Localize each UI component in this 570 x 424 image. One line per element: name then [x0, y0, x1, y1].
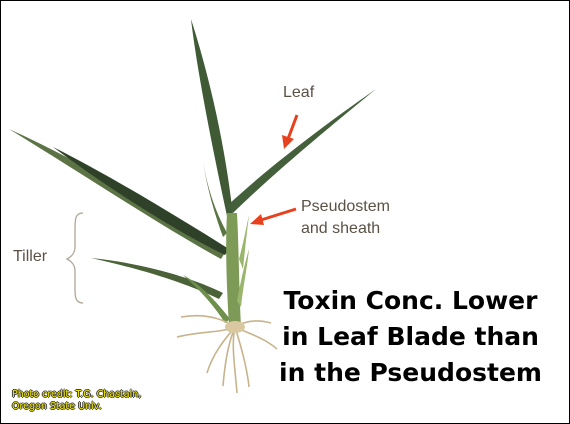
pseudostem-arrow — [250, 209, 296, 225]
title-line-3: in the Pseudostem — [253, 355, 568, 391]
title-line-1: Toxin Conc. Lower — [253, 283, 568, 319]
pseudostem-label-line1: Pseudostem — [301, 197, 390, 217]
photo-credit: Photo credit: T.G. Chastain, Oregon Stat… — [12, 389, 141, 413]
leaf-arrow — [282, 115, 297, 149]
left-leaf-blade — [9, 129, 226, 259]
root-crown — [225, 321, 245, 333]
dark-leaf-blade — [53, 147, 229, 255]
pseudostem — [226, 213, 241, 326]
title-line-2: in Leaf Blade than — [253, 319, 568, 355]
tiller-brace — [67, 213, 83, 303]
leaf-label: Leaf — [283, 83, 314, 103]
slide-title: Toxin Conc. Lower in Leaf Blade than in … — [253, 283, 568, 391]
central-leaf-blade — [191, 19, 233, 216]
credit-line-2: Oregon State Univ. — [12, 401, 141, 413]
credit-line-1: Photo credit: T.G. Chastain, — [12, 389, 141, 401]
tiller-label: Tiller — [13, 247, 47, 267]
pseudostem-label-line2: and sheath — [301, 219, 380, 239]
upper-leaf-blade — [227, 89, 376, 213]
